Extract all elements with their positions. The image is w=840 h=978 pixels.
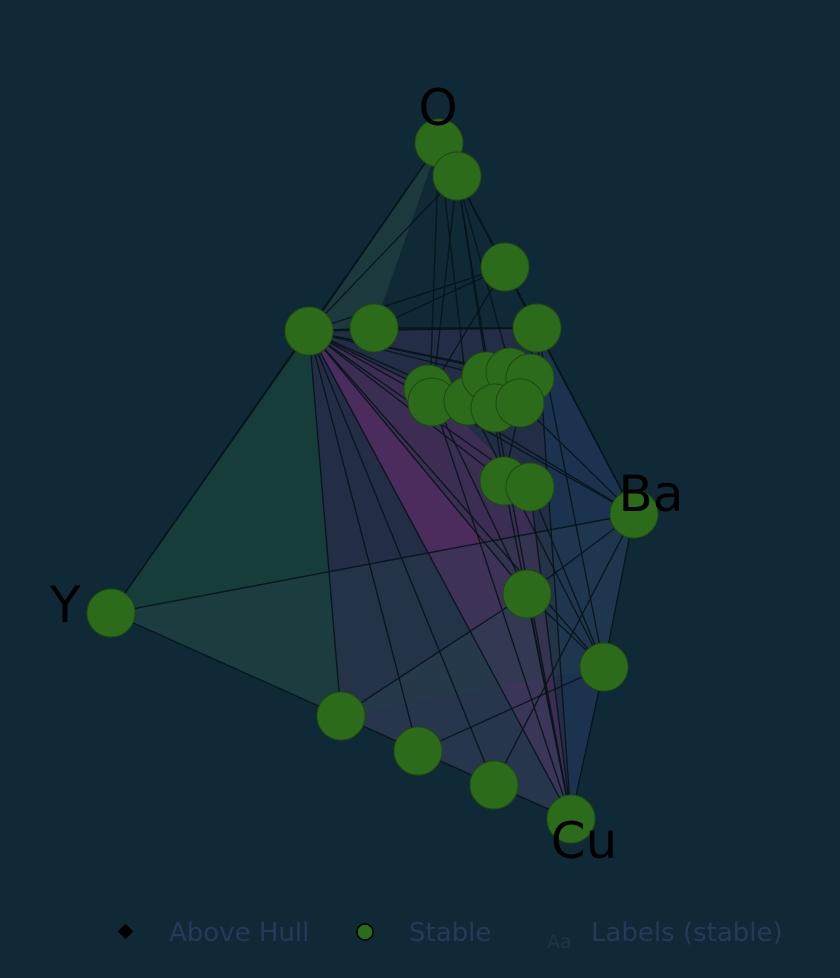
edge <box>110 330 310 614</box>
edge <box>536 327 635 515</box>
legend-item-stable[interactable]: Stable <box>356 918 491 948</box>
stable-point[interactable] <box>505 462 555 512</box>
legend-label-stable: Stable <box>409 918 491 948</box>
edge <box>308 330 505 482</box>
legend-label-labels: Labels (stable) <box>591 918 783 948</box>
edge <box>429 390 572 820</box>
edge <box>417 666 605 752</box>
stable-point[interactable] <box>349 303 399 353</box>
edge <box>308 330 487 377</box>
edge <box>308 330 495 786</box>
hull-facets <box>111 143 634 819</box>
stable-point[interactable] <box>480 242 530 292</box>
edge <box>603 513 635 668</box>
edge <box>110 513 635 614</box>
legend-label-above-hull: Above Hull <box>169 918 309 948</box>
edge <box>308 266 506 332</box>
edge <box>308 330 528 595</box>
edge <box>308 330 605 668</box>
stable-point[interactable] <box>86 588 136 638</box>
legend-item-above-hull[interactable]: Above Hull <box>117 918 310 948</box>
legend: Above Hull Stable Aa Labels (stable) <box>117 918 783 953</box>
edge <box>308 142 440 332</box>
stable-point[interactable] <box>432 151 482 201</box>
edge <box>493 513 635 786</box>
stable-point[interactable] <box>284 306 334 356</box>
edge <box>526 593 572 820</box>
facet <box>111 331 341 716</box>
stable-point[interactable] <box>502 569 552 619</box>
edge <box>570 666 605 820</box>
stable-point[interactable] <box>579 642 629 692</box>
edge <box>110 612 342 717</box>
text-style-icon: Aa <box>547 931 572 953</box>
stable-point[interactable] <box>512 303 562 353</box>
facet <box>341 594 571 819</box>
edge <box>308 330 572 820</box>
edge <box>308 330 342 717</box>
edge <box>340 593 528 717</box>
edge <box>519 402 635 515</box>
circle-marker-icon <box>356 923 374 941</box>
edge <box>529 486 572 820</box>
element-label-ba: Ba <box>619 465 684 523</box>
stable-point[interactable] <box>546 794 596 844</box>
element-label-o: O <box>418 79 457 137</box>
stable-point[interactable] <box>469 760 519 810</box>
edge <box>308 330 419 752</box>
stable-point[interactable] <box>393 726 443 776</box>
stable-point[interactable] <box>316 691 366 741</box>
element-label-cu: Cu <box>551 812 618 870</box>
stable-phase-markers <box>86 118 659 844</box>
legend-item-labels[interactable]: Aa Labels (stable) <box>547 918 783 953</box>
edge <box>429 390 528 595</box>
edge <box>529 486 605 668</box>
edge <box>308 175 458 332</box>
element-label-y: Y <box>49 576 81 634</box>
stable-point[interactable] <box>609 489 659 539</box>
stable-point[interactable] <box>495 378 545 428</box>
diamond-icon <box>117 923 134 940</box>
